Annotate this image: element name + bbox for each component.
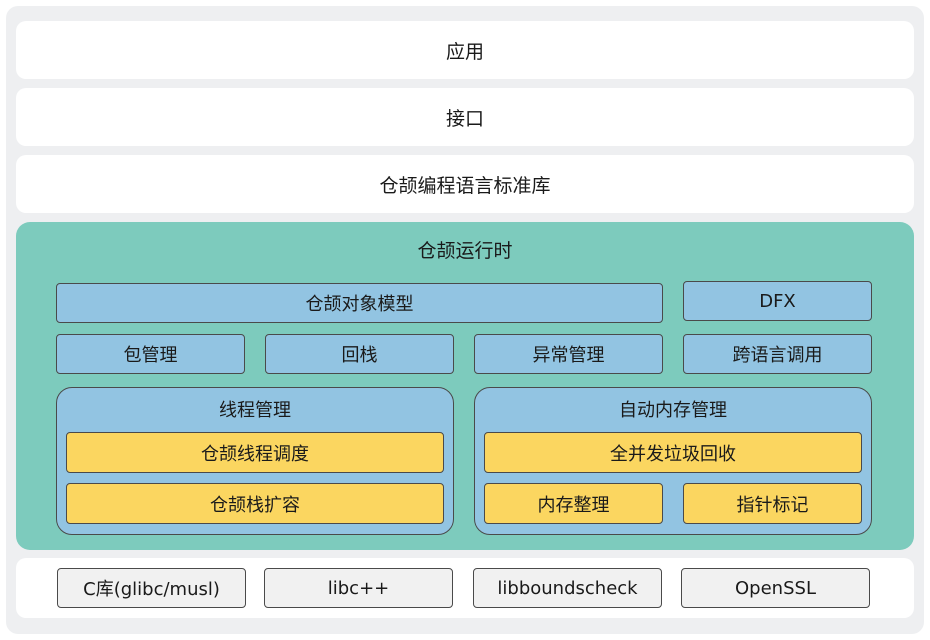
unwind-module: 回栈 [265,334,454,374]
unwind-label: 回栈 [341,345,378,366]
lib-libboundscheck: libboundscheck [473,568,662,608]
pointer-marking-module: 指针标记 [683,483,862,524]
memory-compaction-module: 内存整理 [484,483,663,524]
layer-interface: 接口 [16,88,914,146]
thread-mgmt-title: 线程管理 [219,400,291,421]
thread-mgmt-group: 线程管理 仓颉线程调度 仓颉栈扩容 [56,387,454,535]
memory-mgmt-title: 自动内存管理 [619,400,727,421]
exception-mgmt-label: 异常管理 [532,345,605,366]
stack-expansion-module: 仓颉栈扩容 [66,483,444,524]
lib-openssl-label: OpenSSL [735,577,816,599]
concurrent-gc-module: 全并发垃圾回收 [484,432,862,473]
lib-openssl: OpenSSL [681,568,870,608]
lib-libcxx-label: libc++ [327,577,390,599]
concurrent-gc-label: 全并发垃圾回收 [610,443,736,465]
lib-libboundscheck-label: libboundscheck [497,577,638,599]
object-model-module: 仓颉对象模型 [56,283,663,323]
third-party-libs-layer: C库(glibc/musl) libc++ libboundscheck Ope… [16,558,914,618]
memory-mgmt-group: 自动内存管理 全并发垃圾回收 内存整理 指针标记 [474,387,872,535]
cross-lang-call-module: 跨语言调用 [683,334,872,374]
runtime-title: 仓颉运行时 [417,240,513,262]
layer-app-label: 应用 [445,40,484,63]
memory-compaction-label: 内存整理 [537,494,610,516]
thread-scheduling-module: 仓颉线程调度 [66,432,444,473]
dfx-module: DFX [683,281,872,321]
package-mgmt-module: 包管理 [56,334,245,374]
thread-scheduling-label: 仓颉线程调度 [201,443,309,465]
layer-stdlib-label: 仓颉编程语言标准库 [379,174,551,197]
exception-mgmt-module: 异常管理 [474,334,663,374]
package-mgmt-label: 包管理 [123,345,178,366]
pointer-marking-label: 指针标记 [736,494,809,516]
lib-clib: C库(glibc/musl) [57,568,246,608]
object-model-label: 仓颉对象模型 [305,294,414,315]
lib-libcxx: libc++ [264,568,453,608]
lib-clib-label: C库(glibc/musl) [83,579,220,600]
stack-expansion-label: 仓颉栈扩容 [210,494,300,516]
cross-lang-call-label: 跨语言调用 [732,345,823,366]
layer-app: 应用 [16,21,914,79]
runtime-layer: 仓颉运行时 仓颉对象模型 DFX 包管理 回栈 异常管理 跨语言调用 线程管理 … [16,222,914,550]
dfx-label: DFX [759,290,796,312]
layer-stdlib: 仓颉编程语言标准库 [16,155,914,213]
layer-interface-label: 接口 [445,107,484,130]
